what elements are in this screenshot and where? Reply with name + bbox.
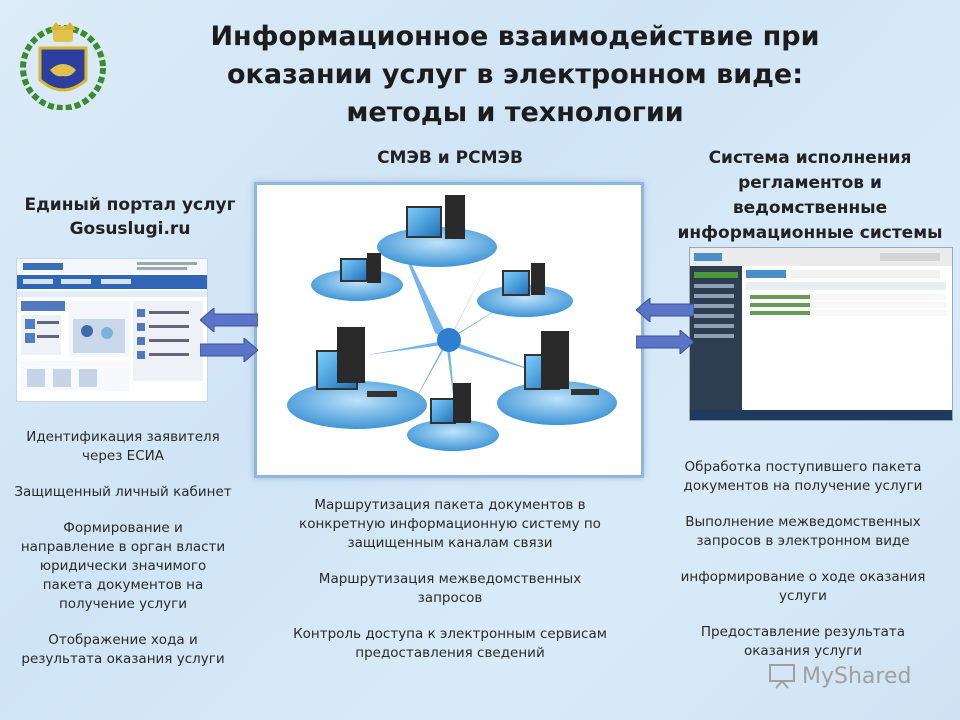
left-header-line: Gosuslugi.ru <box>10 217 250 241</box>
departmental-system-screenshot <box>689 247 953 421</box>
arrow-left-icon <box>636 298 694 322</box>
list-item: Выполнение межведомственных запросов в э… <box>668 513 938 551</box>
center-feature-list: Маршрутизация пакета документов в конкре… <box>282 496 618 680</box>
list-item: Маршрутизация пакета документов в конкре… <box>282 496 618 553</box>
list-item-line: Отображение хода и <box>48 632 198 648</box>
list-item-line: информирование о ходе оказания <box>681 569 926 585</box>
list-item-line: Маршрутизация пакета документов в <box>314 497 585 513</box>
list-item: Защищенный личный кабинет <box>6 483 240 502</box>
watermark-text: MyShared <box>802 664 911 689</box>
coat-of-arms-emblem <box>20 18 106 110</box>
center-header: СМЭВ и РСМЭВ <box>330 148 570 168</box>
list-item-line: предоставления сведений <box>355 645 544 661</box>
list-item-line: направление в орган власти <box>21 539 225 555</box>
list-item-line: результата оказания услуги <box>21 651 224 667</box>
list-item-line: Формирование и <box>63 520 182 536</box>
list-item: Отображение хода и результата оказания у… <box>6 631 240 669</box>
list-item: Формирование и направление в орган власт… <box>6 519 240 614</box>
presentation-icon <box>768 663 796 689</box>
title-line: Информационное взаимодействие при <box>170 18 860 56</box>
right-header-line: информационные системы <box>660 221 960 246</box>
computer-node <box>377 195 497 267</box>
list-item: Обработка поступившего пакета документов… <box>668 458 938 496</box>
right-header-line: Система исполнения <box>660 146 960 171</box>
list-item: Маршрутизация межведомственных запросов <box>282 570 618 608</box>
list-item-line: документов на получение услуги <box>684 478 923 494</box>
list-item-line: юридически значимого <box>40 558 207 574</box>
list-item-line: пакета документов на <box>43 577 204 593</box>
list-item-line: Защищенный личный кабинет <box>14 484 231 500</box>
arrow-left-icon <box>200 308 258 332</box>
arrow-right-icon <box>200 338 258 362</box>
left-header-line: Единый портал услуг <box>10 193 250 217</box>
right-header-line: ведомственные <box>660 196 960 221</box>
list-item-line: Идентификация заявителя <box>26 429 220 445</box>
title-line: методы и технологии <box>170 94 860 132</box>
right-header-line: регламентов и <box>660 171 960 196</box>
list-item-line: Маршрутизация межведомственных <box>319 571 581 587</box>
list-item-line: конкретную информационную систему по <box>299 516 601 532</box>
left-feature-list: Идентификация заявителя через ЕСИА Защищ… <box>6 428 240 686</box>
list-item-line: Обработка поступившего пакета <box>685 459 922 475</box>
list-item-line: защищенным каналам связи <box>347 535 552 551</box>
list-item: Идентификация заявителя через ЕСИА <box>6 428 240 466</box>
right-feature-list: Обработка поступившего пакета документов… <box>668 458 938 678</box>
list-item-line: через ЕСИА <box>82 448 164 464</box>
gosuslugi-portal-screenshot <box>16 258 208 402</box>
list-item-line: Предоставление результата <box>701 624 905 640</box>
list-item: Предоставление результата оказания услуг… <box>668 623 938 661</box>
arrow-right-icon <box>636 330 694 354</box>
list-item-line: услуги <box>779 588 827 604</box>
title-line: оказании услуг в электронном виде: <box>170 56 860 94</box>
left-header: Единый портал услуг Gosuslugi.ru <box>10 193 250 241</box>
page-title: Информационное взаимодействие при оказан… <box>170 18 860 132</box>
network-diagram-image <box>254 182 644 478</box>
list-item-line: оказания услуги <box>744 643 862 659</box>
watermark: MyShared <box>768 660 938 692</box>
list-item-line: получение услуги <box>59 596 187 612</box>
list-item-line: запросов в электронном виде <box>696 533 909 549</box>
list-item: Контроль доступа к электронным сервисам … <box>282 625 618 663</box>
list-item-line: Контроль доступа к электронным сервисам <box>293 626 607 642</box>
right-header: Система исполнения регламентов и ведомст… <box>660 146 960 246</box>
list-item: информирование о ходе оказания услуги <box>668 568 938 606</box>
list-item-line: Выполнение межведомственных <box>685 514 921 530</box>
list-item-line: запросов <box>418 590 483 606</box>
